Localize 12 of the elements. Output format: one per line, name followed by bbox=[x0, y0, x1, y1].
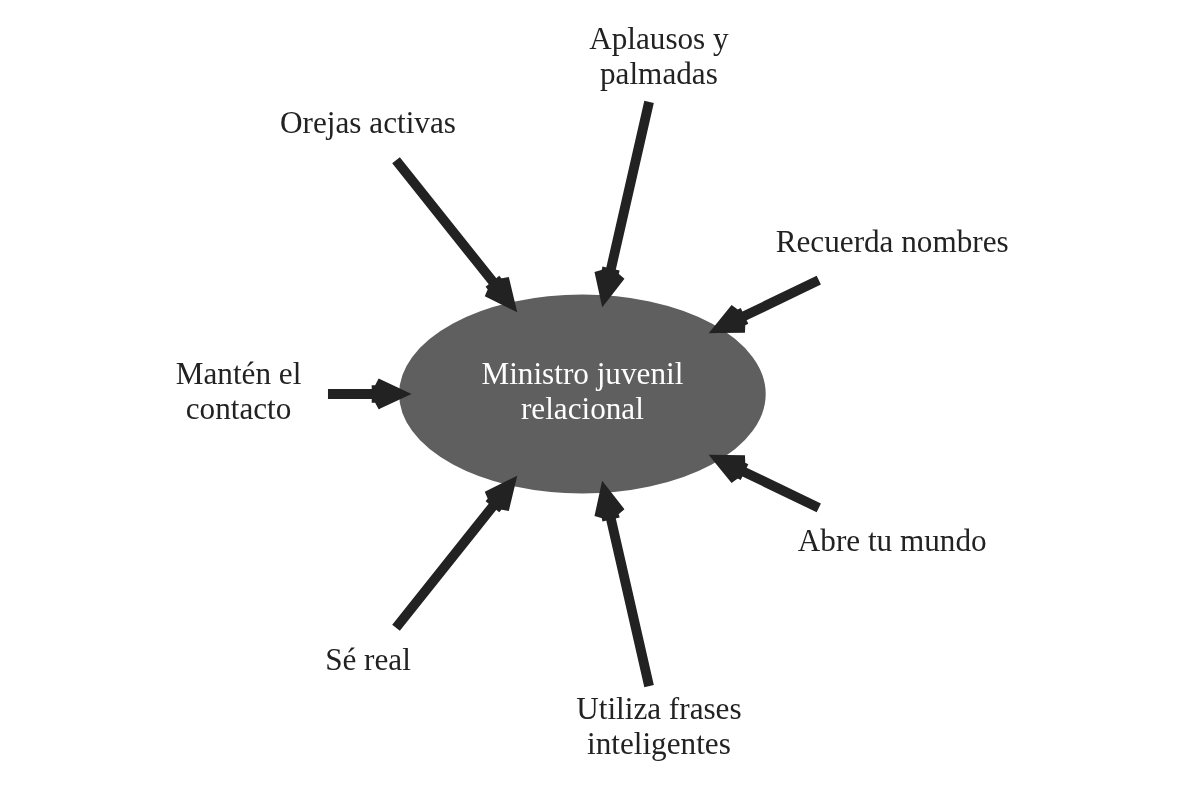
node-text: Recuerda nombres bbox=[775, 224, 1009, 260]
arrow bbox=[712, 454, 821, 513]
node-text: Orejas activas bbox=[279, 104, 456, 140]
node-text: Utiliza frases inteligentes bbox=[575, 691, 742, 762]
node-text: Aplausos y palmadas bbox=[588, 20, 729, 91]
arrow bbox=[712, 275, 821, 334]
arrow bbox=[391, 157, 515, 309]
arrow bbox=[391, 479, 515, 631]
node-text: Sé real bbox=[324, 642, 411, 678]
node-text: Mantén el contacto bbox=[175, 355, 301, 426]
node-ellipse: Ministro juvenil relacional bbox=[398, 294, 766, 494]
node-text: Abre tu mundo bbox=[797, 522, 987, 558]
